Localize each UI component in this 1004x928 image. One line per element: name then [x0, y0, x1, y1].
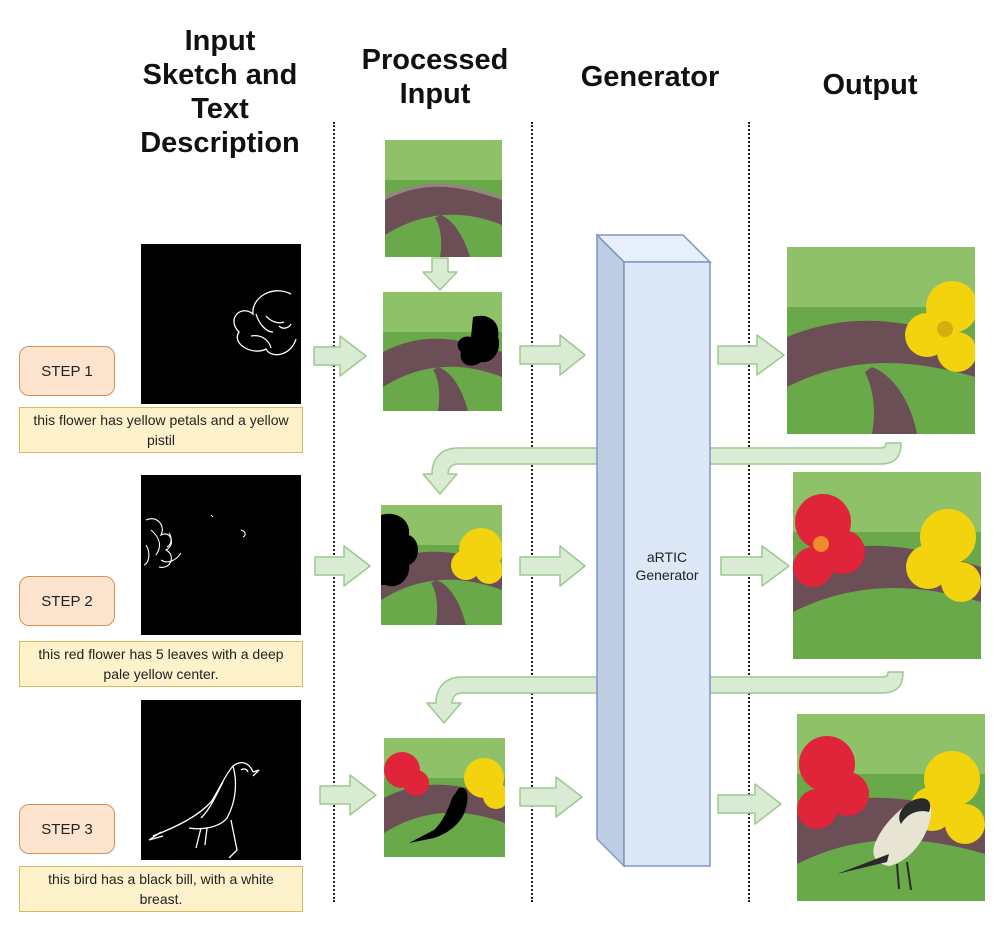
divider-1: [333, 122, 335, 902]
arrow-row2-c: [720, 545, 790, 587]
arrow-row1-a: [313, 335, 367, 377]
step-2-button[interactable]: STEP 2: [19, 576, 115, 626]
column-title-output: Output: [822, 69, 918, 101]
generator-box: [595, 233, 712, 868]
step-2-label: STEP 2: [41, 592, 93, 610]
feedback-arrow-2: [426, 671, 904, 724]
processed-input-1: [383, 292, 502, 411]
step-3-label: STEP 3: [41, 820, 93, 838]
arrow-row1-c: [717, 334, 785, 376]
step-1-button[interactable]: STEP 1: [19, 346, 115, 396]
column-title-input: Input Sketch and Text Description: [140, 25, 300, 159]
processed-input-2: [381, 505, 502, 625]
column-title-generator: Generator: [580, 61, 720, 93]
arrow-down-background: [422, 257, 458, 291]
output-image-2: [793, 472, 981, 659]
arrow-row1-b: [519, 334, 586, 376]
step-1-caption: this flower has yellow petals and a yell…: [19, 407, 303, 453]
arrow-row3-a: [319, 774, 377, 816]
generator-label: aRTIC Generator: [635, 549, 699, 583]
divider-3: [748, 122, 750, 902]
arrow-row3-c: [717, 783, 782, 825]
feedback-arrow-1: [422, 442, 902, 495]
sketch-image-1: [141, 244, 301, 404]
sketch-image-3: [141, 700, 301, 860]
output-image-3: [797, 714, 985, 901]
step-3-caption: this bird has a black bill, with a white…: [19, 866, 303, 912]
divider-2: [531, 122, 533, 902]
sketch-image-2: [141, 475, 301, 635]
output-image-1: [787, 247, 975, 434]
arrow-row3-b: [519, 776, 583, 818]
step-3-button[interactable]: STEP 3: [19, 804, 115, 854]
column-title-processed: Processed Input: [361, 44, 509, 110]
step-1-label: STEP 1: [41, 362, 93, 380]
background-input-image: [385, 140, 502, 257]
arrow-row2-b: [519, 545, 586, 587]
step-2-caption: this red flower has 5 leaves with a deep…: [19, 641, 303, 687]
processed-input-3: [384, 738, 505, 857]
arrow-row2-a: [314, 545, 371, 587]
